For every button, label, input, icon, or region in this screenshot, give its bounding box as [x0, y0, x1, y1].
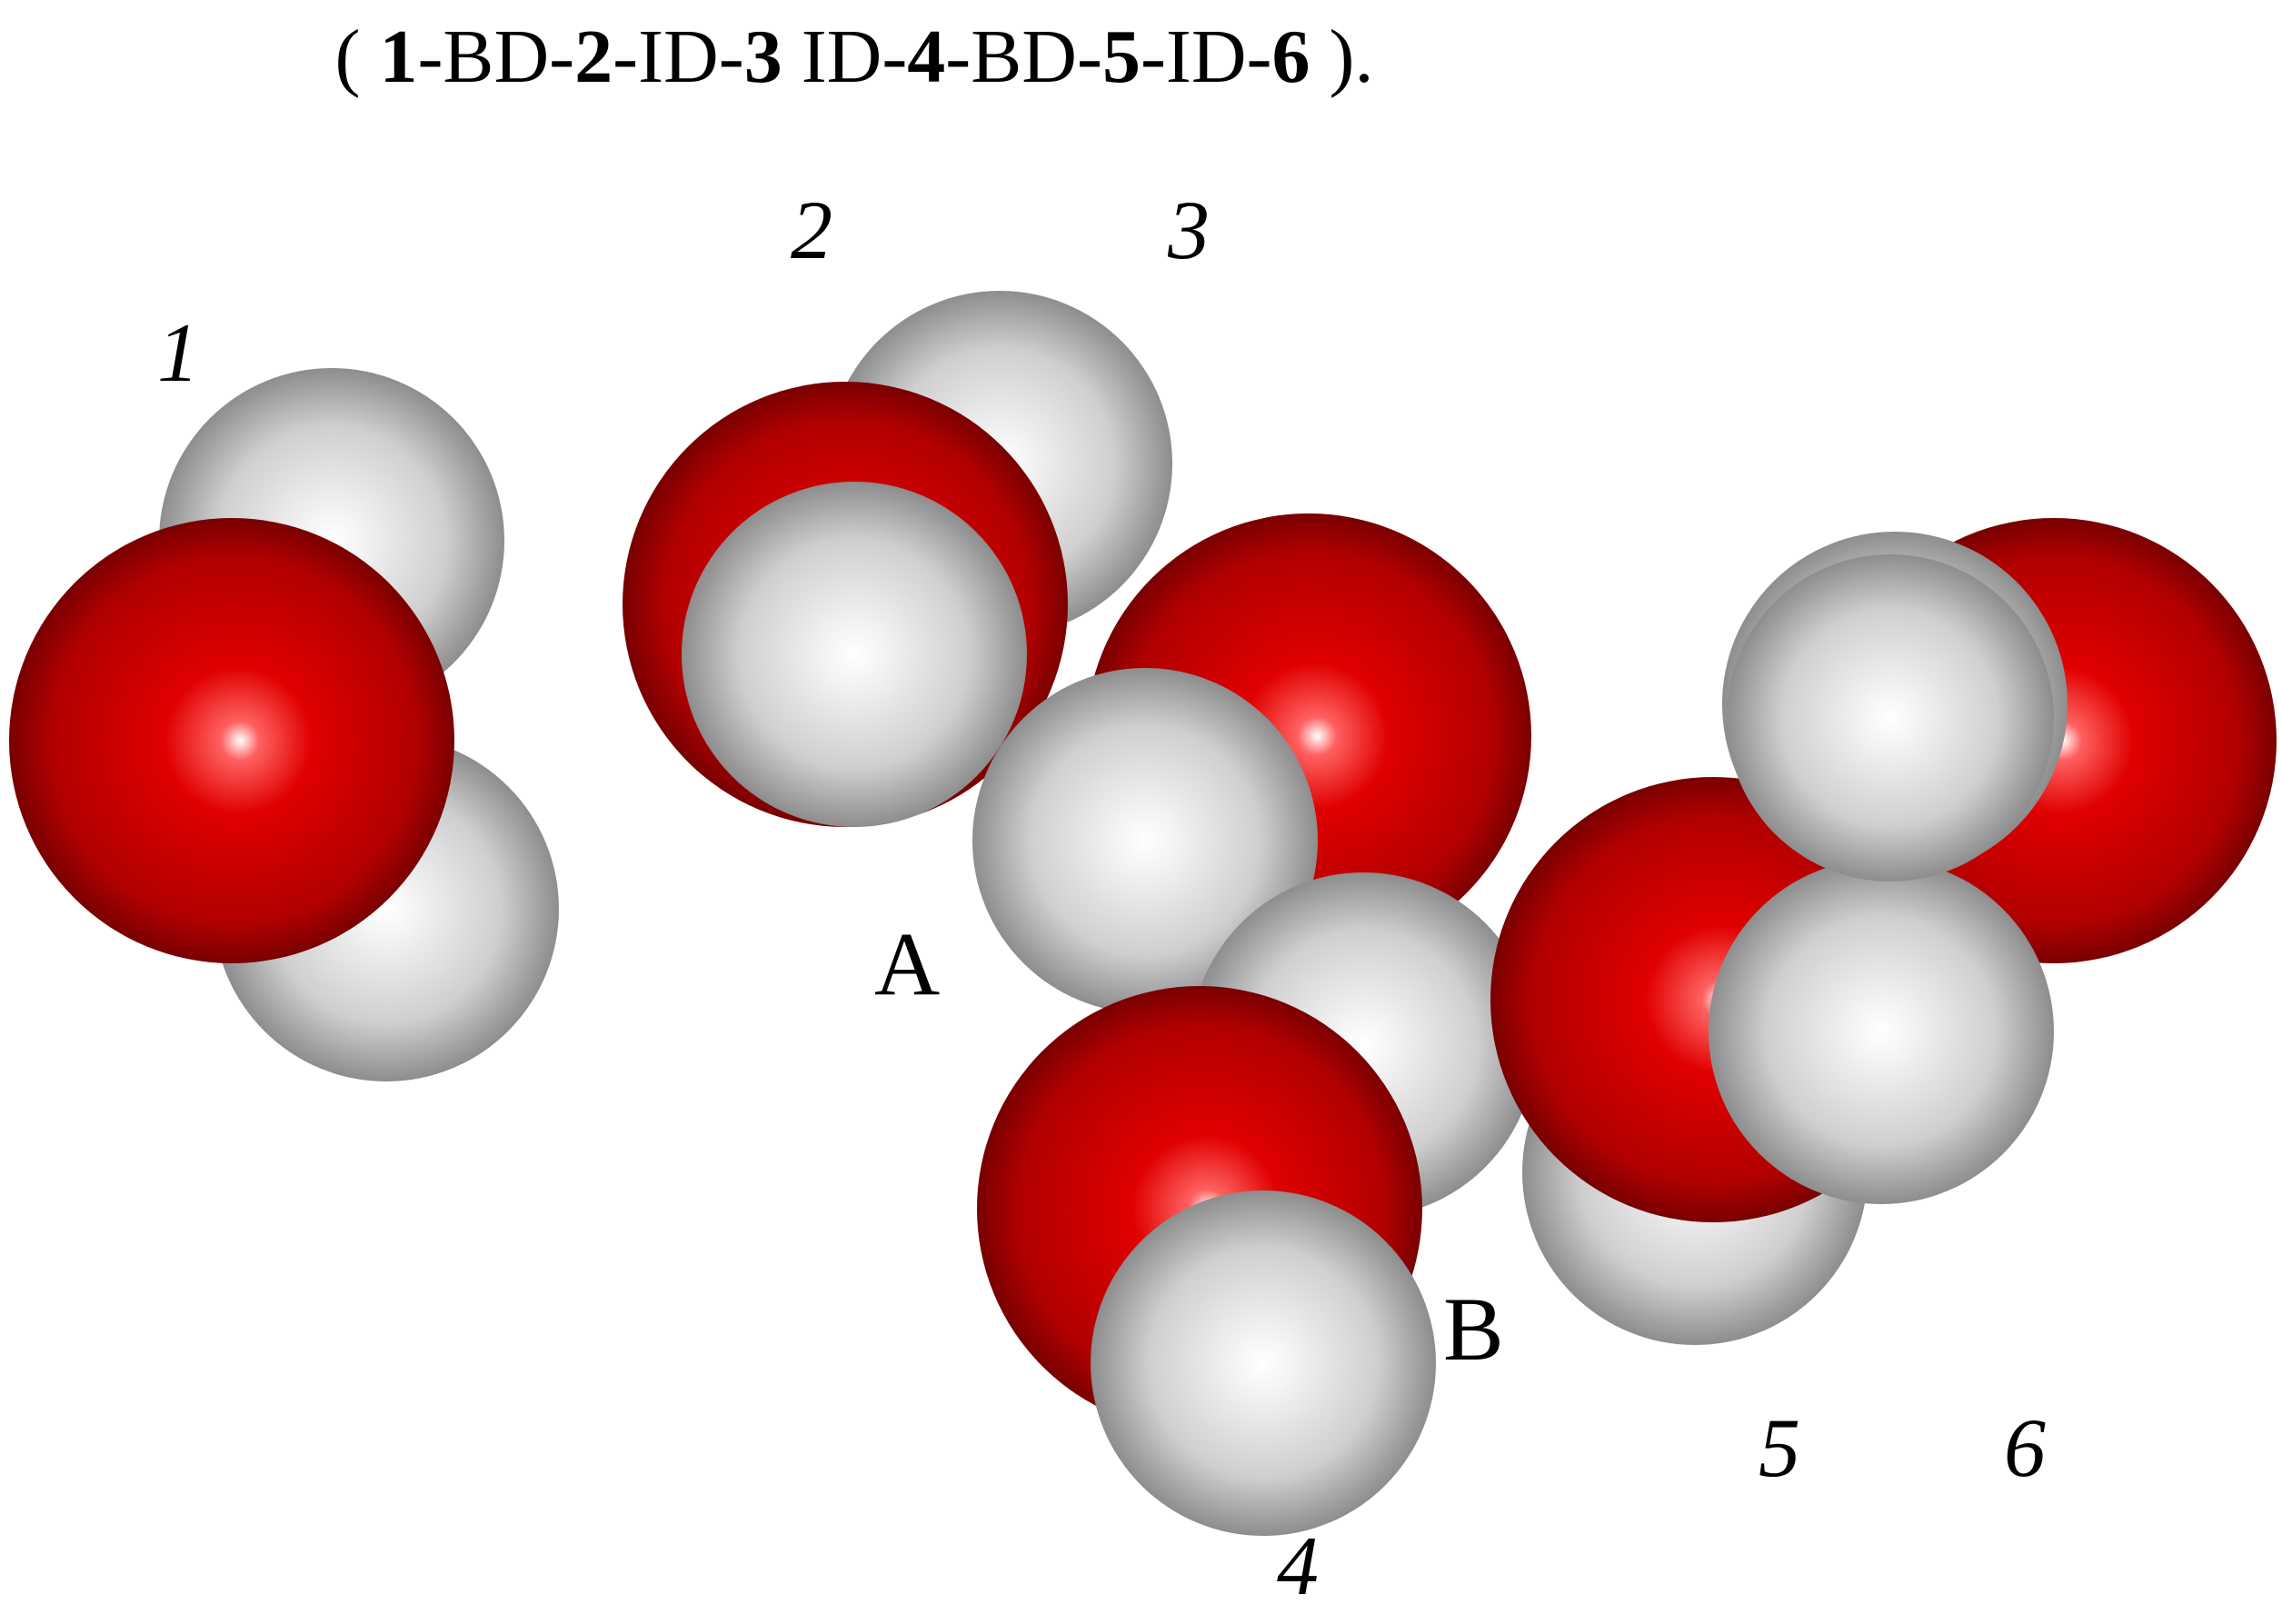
hydrogen-atom — [1091, 1191, 1436, 1536]
caption-link-2: -ID- — [613, 15, 744, 99]
caption-id-3: 3 — [743, 15, 782, 99]
caption-id-5: 5 — [1101, 15, 1141, 99]
water-molecule-1 — [9, 368, 559, 1081]
hydrogen-atom — [682, 482, 1027, 827]
water-molecule-5 — [1490, 777, 2054, 1345]
caption-close: ). — [1310, 15, 1374, 99]
molecule-label-5: 5 — [1759, 1401, 1800, 1494]
molecule-label-2: 2 — [791, 184, 832, 276]
caption-id-1: 1 — [379, 15, 418, 99]
caption-link-3: ID- — [782, 15, 908, 99]
caption-link-1: -BD- — [417, 15, 575, 99]
site-label-a: A — [874, 913, 941, 1014]
caption-open: ( — [334, 15, 380, 99]
water-molecule-4 — [977, 986, 1436, 1536]
site-label-b: B — [1443, 1279, 1504, 1380]
molecule-label-6: 6 — [2004, 1401, 2046, 1494]
figure-caption: ( 1-BD-2-ID-3 ID-4-BD-5-ID-6 ). — [0, 13, 1709, 101]
water-molecule-2 — [623, 291, 1172, 827]
caption-id-2: 2 — [574, 15, 613, 99]
molecule-label-1: 1 — [157, 306, 199, 399]
hydrogen-atom — [972, 668, 1318, 1013]
caption-link-5: -ID- — [1140, 15, 1272, 99]
caption-link-4: -BD- — [945, 15, 1102, 99]
caption-id-4: 4 — [907, 15, 946, 99]
caption-id-6: 6 — [1271, 15, 1310, 99]
oxygen-atom — [9, 518, 454, 963]
hydrogen-atom — [1709, 859, 2054, 1204]
molecule-label-4: 4 — [1277, 1519, 1319, 1612]
hydrogen-atom — [1727, 554, 2054, 882]
molecule-label-3: 3 — [1168, 184, 1210, 276]
